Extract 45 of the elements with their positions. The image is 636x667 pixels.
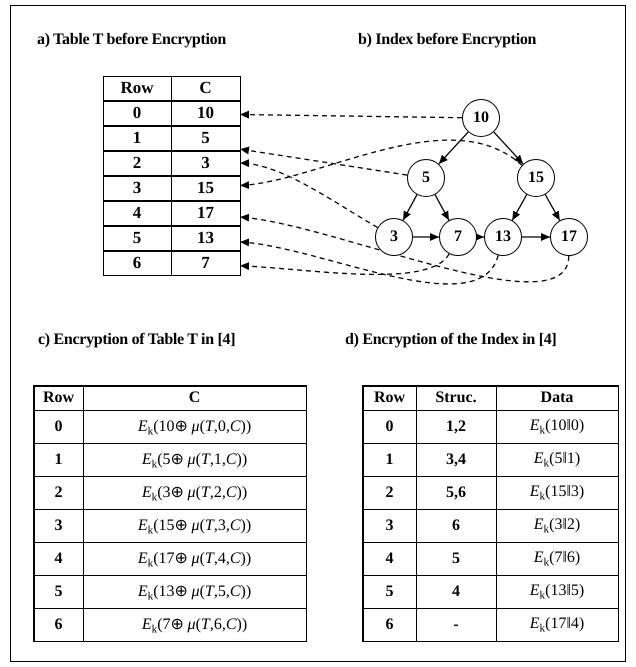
tree-node: 3 <box>375 218 413 256</box>
table-cell: 5 <box>102 226 172 250</box>
column-header: Row <box>102 76 172 100</box>
dashed-arrow <box>240 253 450 276</box>
tree-node: 10 <box>462 99 500 137</box>
column-header: Row <box>362 386 416 410</box>
arrow <box>512 194 528 221</box>
table-cell: 0 <box>102 100 172 126</box>
tree-node: 15 <box>517 159 555 197</box>
table-cell: 4 <box>102 200 172 226</box>
tree-node: 17 <box>550 218 588 256</box>
arrow <box>493 132 524 164</box>
dashed-arrow <box>240 160 378 228</box>
arrow <box>544 194 560 221</box>
column-header: Row <box>34 386 84 410</box>
table-cell: 15 <box>170 176 240 200</box>
arrow <box>522 233 550 241</box>
arrow <box>434 194 450 221</box>
panel-heading: d) Encryption of the Index in [4] <box>345 331 556 349</box>
table-cell: 2 <box>102 150 172 176</box>
table-cell: 1 <box>102 126 172 150</box>
table-cell: 7 <box>170 250 240 276</box>
dashed-arrow <box>240 110 462 119</box>
dashed-arrow <box>240 239 499 284</box>
panel-heading: b) Index before Encryption <box>358 31 536 49</box>
table-cell: 17 <box>170 200 240 226</box>
table-cell: 10 <box>170 100 240 126</box>
table-cell: 5 <box>170 126 240 150</box>
column-header: C <box>170 76 240 100</box>
arrow <box>413 233 439 241</box>
arrow <box>475 233 484 241</box>
panel-heading: a) Table T before Encryption <box>37 31 226 49</box>
panel-heading: c) Encryption of Table T in [4] <box>38 331 236 349</box>
dashed-arrow <box>240 140 522 188</box>
dashed-arrow <box>240 146 408 176</box>
table-cell: 13 <box>170 226 240 250</box>
arrow <box>402 194 418 221</box>
arrow <box>438 132 469 164</box>
tree-node: 13 <box>484 218 522 256</box>
tree-node: 5 <box>407 159 445 197</box>
table-cell: 3 <box>170 150 240 176</box>
tree-node: 7 <box>439 218 477 256</box>
table-cell: 3 <box>102 176 172 200</box>
table-cell: 6 <box>102 250 172 276</box>
dashed-arrow <box>240 214 570 282</box>
